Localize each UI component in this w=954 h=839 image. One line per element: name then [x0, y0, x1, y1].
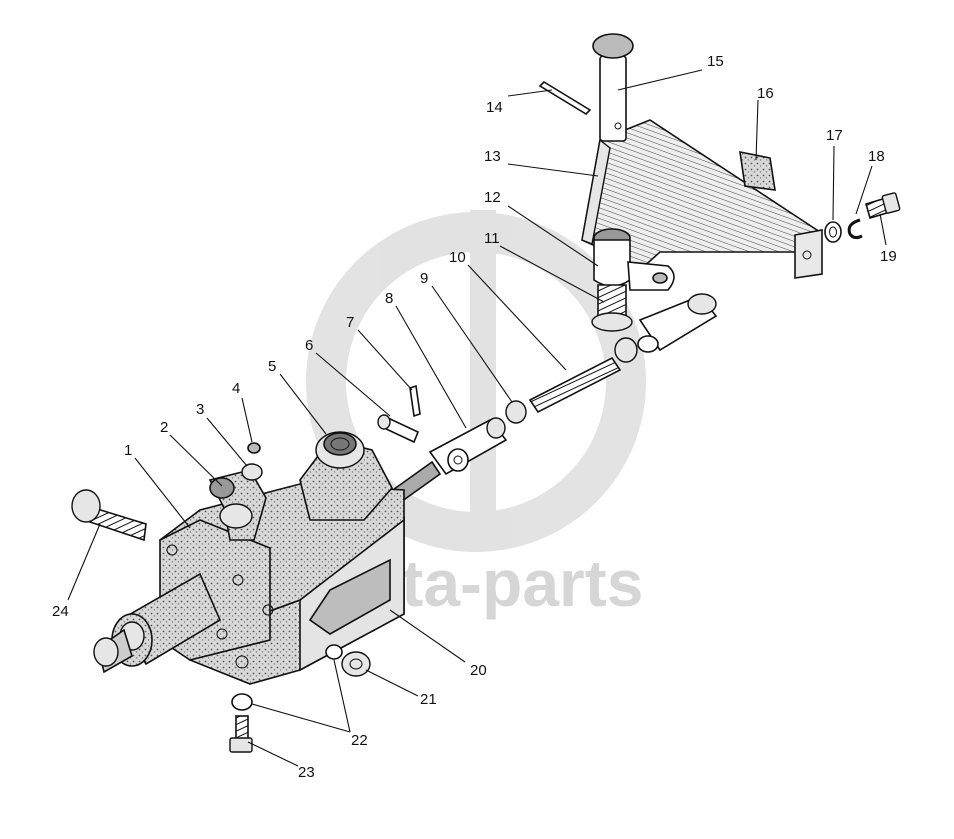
washer-part-4: [247, 442, 261, 454]
callout-1: 1: [124, 442, 132, 459]
fork-part-8: [428, 417, 508, 476]
callout-19: 19: [880, 248, 897, 265]
cylinder-cap: [93, 572, 222, 674]
cotter-pin-part-14: [538, 80, 592, 116]
bracket-part-13: [581, 119, 823, 279]
nut-part-9: [505, 400, 527, 424]
washer-part-22-lower: [231, 693, 253, 711]
callout-16: 16: [757, 85, 774, 102]
callout-17: 17: [826, 127, 843, 144]
spring-washer-part-18: [847, 218, 863, 240]
callout-6: 6: [305, 337, 313, 354]
callout-12: 12: [484, 189, 501, 206]
lever-part-12: [593, 228, 675, 291]
rod-part-10: [528, 356, 622, 414]
cotter-pin-part-7: [409, 384, 421, 418]
washer-part-17: [824, 221, 842, 243]
nut-part-10-upper: [614, 337, 638, 363]
spring-part-11: [591, 284, 633, 332]
fitting-part-5: [315, 431, 365, 469]
watermark-logo: [306, 210, 646, 552]
callout-20: 20: [470, 662, 487, 679]
elbow-fitting-part-2: [208, 469, 267, 541]
callout-13: 13: [484, 148, 501, 165]
callout-8: 8: [385, 290, 393, 307]
callout-2: 2: [160, 419, 168, 436]
callout-23: 23: [298, 764, 315, 781]
callout-9: 9: [420, 270, 428, 287]
fork-part-top: [637, 293, 718, 353]
callout-4: 4: [232, 380, 240, 397]
pin-part-6: [377, 414, 420, 444]
callout-7: 7: [346, 314, 354, 331]
callout-21: 21: [420, 691, 437, 708]
boss-part-16: [739, 150, 776, 191]
pin-part-15: [592, 33, 634, 142]
bolt-part-19: [865, 192, 901, 219]
callout-22: 22: [351, 732, 368, 749]
callout-labels: 1 2 3 4 5 6 7 8 9 10 11 12 13 14 15 16 1…: [52, 53, 897, 781]
callout-3: 3: [196, 401, 204, 418]
bolt-part-24: [71, 489, 147, 542]
screw-part-3: [241, 463, 263, 481]
bolt-part-23: [229, 715, 253, 753]
callout-15: 15: [707, 53, 724, 70]
washer-part-22-upper: [325, 644, 343, 660]
callout-5: 5: [268, 358, 276, 375]
nut-part-21: [341, 651, 371, 677]
callout-11: 11: [484, 230, 500, 247]
callout-10: 10: [449, 249, 466, 266]
callout-14: 14: [486, 99, 503, 116]
callout-18: 18: [868, 148, 885, 165]
callout-24: 24: [52, 603, 69, 620]
leader-lines: [67, 69, 887, 767]
